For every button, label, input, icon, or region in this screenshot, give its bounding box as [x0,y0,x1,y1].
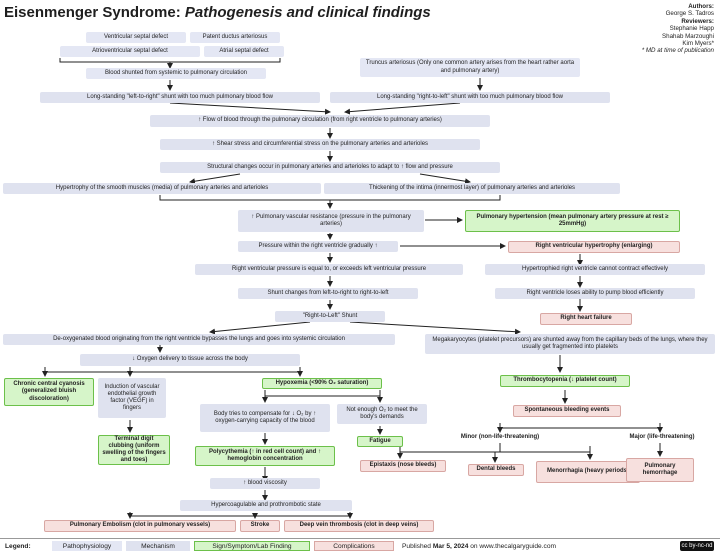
node-structural: Structural changes occur in pulmonary ar… [160,162,500,173]
node-thrombocytopenia: Thrombocytopenia (↓ platelet count) [500,375,630,387]
legend-label: Legend: [5,543,31,550]
legend-sign: Sign/Symptom/Lab Finding [194,541,310,551]
node-rvh: Right ventricular hypertrophy (enlarging… [508,241,680,253]
node-fatigue: Fatigue [357,436,403,447]
node-vegf: Induction of vascular endothelial growth… [98,378,166,418]
license-badge-icon: cc by-nc-nd [680,541,714,551]
node-megakaryocytes: Megakaryocytes (platelet precursors) are… [425,334,715,354]
node-hypertrophy-smooth: Hypertrophy of the smooth muscles (media… [3,183,321,194]
node-menorrhagia: Menorrhagia (heavy periods) [536,461,640,483]
title-main: Eisenmenger Syndrome: [4,4,181,21]
published-date: Mar 5, 2024 [432,543,469,550]
published-line: Published Mar 5, 2024 on www.thecalgaryg… [402,543,556,550]
node-deoxy: De-oxygenated blood originating from the… [3,334,395,345]
title-subtitle: Pathogenesis and clinical findings [184,4,431,21]
published-site: on www.thecalgaryguide.com [470,543,556,550]
node-hypercoag: Hypercoagulable and prothrombotic state [180,500,352,511]
node-shunted: Blood shunted from systemic to pulmonary… [86,68,266,79]
connector-brace [264,390,381,397]
connector-arrow [349,321,521,335]
connector-arrow [344,102,461,115]
node-not-enough: Not enough O₂ to meet the body's demands [337,404,427,424]
node-avsd: Atrioventricular septal defect [60,46,200,57]
node-lr-shunt: Long-standing "left-to-right" shunt with… [40,92,320,103]
node-asd: Atrial septal defect [204,46,284,57]
reviewers-label: Reviewers: [681,17,714,25]
authors-note: * MD at time of publication [641,47,714,55]
reviewer-name: Kim Myers* [682,40,714,48]
reviewer-name: Stephanie Happ [669,25,714,33]
node-pvr: ↑ Pulmonary vascular resistance (pressur… [238,210,424,232]
node-rv-cannot: Hypertrophied right ventricle cannot con… [485,264,705,275]
author-name: George S. Tadros [665,10,714,18]
node-pulm-htn: Pulmonary hypertension (mean pulmonary a… [465,210,680,232]
node-shear: ↑ Shear stress and circumferential stres… [160,139,480,150]
node-dvt: Deep vein thrombosis (clot in deep veins… [284,520,434,532]
connector-brace [59,58,281,63]
node-minor: Minor (non-life-threatening) [460,434,540,441]
node-rl-shunt2: "Right-to-Left" Shunt [275,311,385,322]
node-viscosity: ↑ blood viscosity [210,478,320,489]
legend-complications: Complications [314,541,394,551]
node-vsd: Ventricular septal defect [86,32,186,43]
connector-brace [399,446,591,453]
node-cyanosis: Chronic central cyanosis (generalized bl… [4,378,94,406]
node-pulm-hemorrhage: Pulmonary hemorrhage [626,458,694,482]
node-compensate: Body tries to compensate for ↓ O₂ by ↑ o… [200,404,330,432]
connector-arrow [209,321,311,335]
connector-brace [499,423,661,429]
node-o2-delivery: ↓ Oxygen delivery to tissue across the b… [80,354,300,366]
connector-arrow [419,173,471,185]
node-major: Major (life-threatening) [629,434,695,441]
connector-brace [129,512,351,517]
node-shunt-changes: Shunt changes from left-to-right to righ… [238,288,418,299]
connector-arrow [169,102,331,115]
node-clubbing: Terminal digit clubbing (uniform swellin… [98,435,170,465]
connector-arrow [189,173,241,185]
reviewer-name: Shahab Marzoughi [662,32,714,40]
connector-brace [44,367,301,373]
node-bleeding: Spontaneous bleeding events [513,405,621,417]
legend-pathophysiology: Pathophysiology [52,541,122,551]
node-dental: Dental bleeds [468,464,524,476]
legend-bar: Legend: Pathophysiology Mechanism Sign/S… [0,538,720,554]
node-hypoxemia: Hypoxemia (<90% O₂ saturation) [262,378,382,389]
page-title: Eisenmenger Syndrome: Pathogenesis and c… [4,4,431,21]
node-rl-shunt: Long-standing "right-to-left" shunt with… [330,92,610,103]
node-epistaxis: Epistaxis (nose bleeds) [360,460,446,472]
node-truncus: Truncus arteriosus (Only one common arte… [360,58,580,77]
legend-mechanism: Mechanism [126,541,190,551]
node-intima: Thickening of the intima (innermost laye… [324,183,620,194]
node-rv-pressure: Pressure within the right ventricle grad… [238,241,398,252]
authors-label: Authors: [688,3,714,10]
node-rv-equal: Right ventricular pressure is equal to, … [195,264,463,275]
node-pda: Patent ductus arteriosus [190,32,280,43]
node-rv-loses: Right ventricle loses ability to pump bl… [495,288,695,299]
authors-block: Authors: George S. Tadros Reviewers: Ste… [574,3,714,55]
node-flow: ↑ Flow of blood through the pulmonary ci… [150,115,490,127]
published-prefix: Published [402,543,431,550]
node-rhf: Right heart failure [540,313,632,325]
node-pe: Pulmonary Embolism (clot in pulmonary ve… [44,520,236,532]
node-stroke: Stroke [240,520,280,532]
node-polycythemia: Polycythemia (↑ in red cell count) and ↑… [195,446,335,466]
connector-brace [159,195,501,201]
